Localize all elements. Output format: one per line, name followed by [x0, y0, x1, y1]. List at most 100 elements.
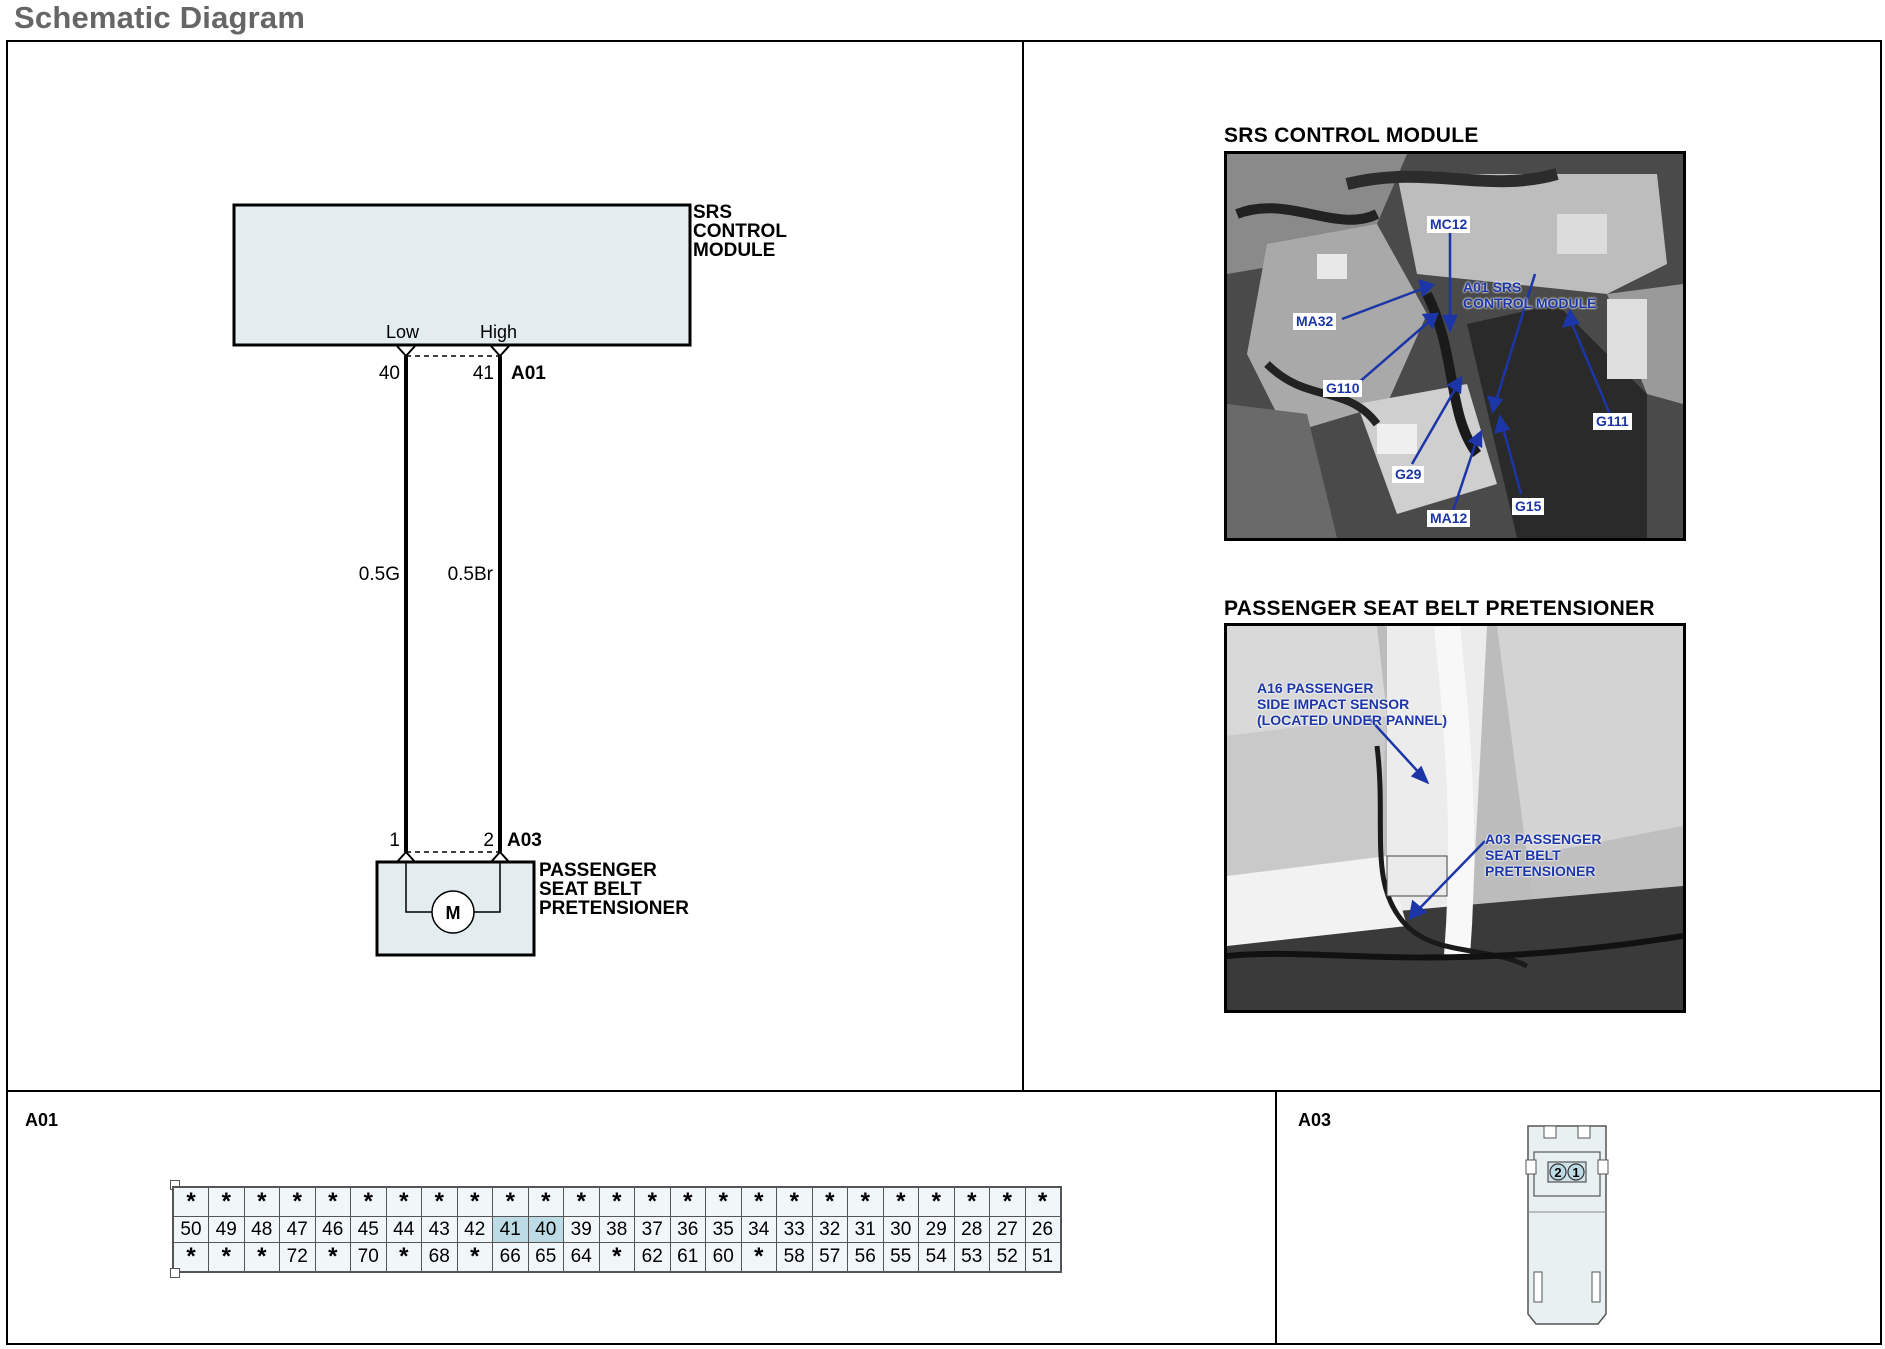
pin-unused: *	[776, 1186, 813, 1217]
pin-unused: *	[243, 1242, 280, 1273]
panel-divider-vertical-bottom	[1275, 1091, 1277, 1345]
pin-cell: 43	[421, 1216, 458, 1243]
pin-cell: 36	[669, 1216, 706, 1243]
pin-unused: *	[527, 1186, 564, 1217]
pin-cell: 39	[563, 1216, 600, 1243]
pin-cell: 46	[314, 1216, 351, 1243]
pin-cell: 44	[385, 1216, 422, 1243]
motor-symbol	[431, 890, 475, 934]
photo-pretensioner-image	[1227, 626, 1683, 1010]
connector-a01-latch	[170, 1268, 180, 1278]
pin-unused: *	[492, 1186, 529, 1217]
pin-cell: 54	[918, 1242, 955, 1273]
pretensioner-label-line: PRETENSIONER	[539, 898, 689, 919]
callout-a03-pretensioner: A03 PASSENGER SEAT BELT PRETENSIONER	[1485, 831, 1602, 879]
pretensioner-label-line: PASSENGER	[539, 860, 657, 881]
pin-cell: 28	[953, 1216, 990, 1243]
motor-wire-left	[405, 862, 432, 913]
pin-cell: 57	[811, 1242, 848, 1273]
pin-cell: 65	[527, 1242, 564, 1273]
pin-cell: 48	[243, 1216, 280, 1243]
pin-cell: 30	[882, 1216, 919, 1243]
a03-pin-1: 1	[1572, 1165, 1579, 1180]
srs-module-label: SRS CONTROL MODULE	[693, 202, 792, 261]
pin-unused: *	[385, 1186, 422, 1217]
photo-passenger-pretensioner: A16 PASSENGER SIDE IMPACT SENSOR (LOCATE…	[1224, 623, 1686, 1013]
pin-unused: *	[847, 1186, 884, 1217]
pin-unused: *	[314, 1242, 351, 1273]
pin-cell: 35	[705, 1216, 742, 1243]
pretensioner-label-line: SEAT BELT	[539, 879, 642, 900]
srs-module-box	[232, 203, 692, 347]
terminal-40	[396, 345, 416, 358]
pin-cell: 26	[1024, 1216, 1061, 1243]
callout-g111: G111	[1593, 413, 1632, 430]
connector-a03-title: A03	[1298, 1110, 1332, 1130]
pin-cell: 33	[776, 1216, 813, 1243]
pin-unused: *	[740, 1242, 777, 1273]
pin-cell: 60	[705, 1242, 742, 1273]
connector-a03-face: 2 1	[1525, 1125, 1609, 1325]
callout-a16-sensor: A16 PASSENGER SIDE IMPACT SENSOR (LOCATE…	[1257, 680, 1448, 728]
pin-cell: 62	[634, 1242, 671, 1273]
callout-a01-srs: A01 SRS CONTROL MODULE	[1463, 279, 1597, 311]
pin-cell: 40	[527, 1216, 564, 1243]
pin-cell: 53	[953, 1242, 990, 1273]
pin-unused: *	[1024, 1186, 1061, 1217]
pin-unused: *	[456, 1242, 493, 1273]
pin-cell: 68	[421, 1242, 458, 1273]
a03-pin-1-circle	[1567, 1163, 1585, 1181]
pin-cell: 42	[456, 1216, 493, 1243]
callout-mc12: MC12	[1427, 216, 1471, 233]
connector-a03-label: A03	[507, 830, 542, 851]
pin-unused: *	[243, 1186, 280, 1217]
pin-cell: 29	[918, 1216, 955, 1243]
motor-wire-right	[474, 862, 501, 913]
pin-cell: 41	[492, 1216, 529, 1243]
connector-a01-label: A01	[511, 363, 546, 384]
pin-cell: 27	[989, 1216, 1026, 1243]
pin-cell: 61	[669, 1242, 706, 1273]
pin-unused: *	[740, 1186, 777, 1217]
pin-row: *************************	[172, 1186, 1061, 1217]
wire-green-label: 0.5G	[359, 564, 400, 585]
photo-pretensioner-title: PASSENGER SEAT BELT PRETENSIONER	[1224, 597, 1655, 620]
srs-module-label-line: MODULE	[693, 240, 775, 261]
photo-srs-control-module: MC12 A01 SRS CONTROL MODULE MA32 G110 G1…	[1224, 151, 1686, 541]
motor-symbol-label: M	[446, 903, 461, 923]
callout-g15: G15	[1512, 498, 1545, 515]
pin-40-number: 40	[379, 363, 400, 384]
pin-unused: *	[421, 1186, 458, 1217]
pin-1-number: 1	[389, 830, 400, 851]
photo-srs-image	[1227, 154, 1683, 538]
connector-a01-title: A01	[25, 1110, 59, 1130]
pin-unused: *	[208, 1242, 245, 1273]
pin-low-label: Low	[386, 322, 420, 342]
pin-unused: *	[456, 1186, 493, 1217]
a03-pin-2-circle	[1549, 1163, 1567, 1181]
pin-unused: *	[634, 1186, 671, 1217]
srs-module-label-line: CONTROL	[693, 221, 787, 242]
pin-high-label: High	[480, 322, 517, 342]
panel-divider-vertical-top	[1022, 40, 1024, 1091]
pin-unused: *	[918, 1186, 955, 1217]
pin-unused: *	[208, 1186, 245, 1217]
panel-divider-horizontal	[6, 1090, 1882, 1092]
pin-unused: *	[314, 1186, 351, 1217]
pin-cell: 50	[172, 1216, 209, 1243]
pin-cell: 52	[989, 1242, 1026, 1273]
photo-srs-title: SRS CONTROL MODULE	[1224, 124, 1479, 147]
pin-cell: 32	[811, 1216, 848, 1243]
diagram-frame	[6, 40, 1882, 1345]
pin-cell: 70	[350, 1242, 387, 1273]
pin-unused: *	[172, 1186, 209, 1217]
pin-cell: 55	[882, 1242, 919, 1273]
pin-41-number: 41	[473, 363, 494, 384]
pin-cell: 47	[279, 1216, 316, 1243]
pin-cell: 51	[1024, 1242, 1061, 1273]
pin-cell: 72	[279, 1242, 316, 1273]
pin-unused: *	[811, 1186, 848, 1217]
pin-unused: *	[350, 1186, 387, 1217]
pin-unused: *	[563, 1186, 600, 1217]
